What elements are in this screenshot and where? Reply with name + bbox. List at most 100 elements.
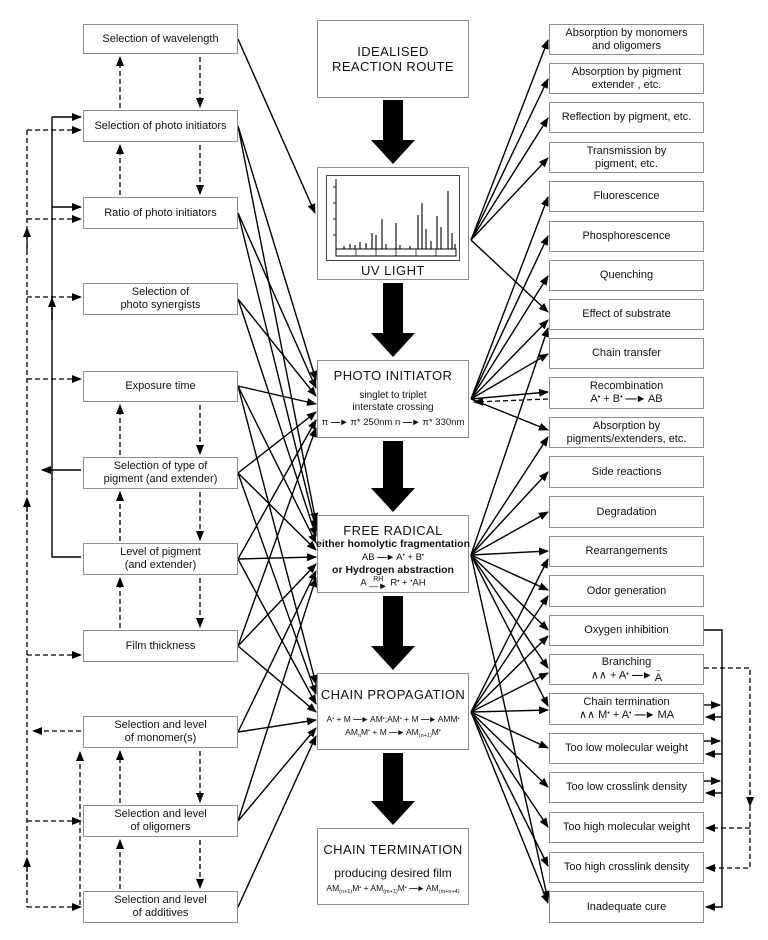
box-line: Film thickness — [125, 639, 196, 652]
box-line: Branching — [601, 656, 652, 669]
box-line: pigments/extenders, etc. — [566, 432, 687, 445]
reaction-arrow: —► — [330, 416, 349, 428]
reaction-arrow: —► — [634, 709, 656, 721]
box-line: ∧∧ M• + A• —► MA — [579, 709, 674, 722]
flow-arrow — [371, 283, 415, 357]
formula-text: AM — [326, 883, 340, 894]
connector-edge — [237, 212, 318, 530]
formula-text: • — [620, 392, 623, 401]
stack-bottom: A — [654, 672, 663, 685]
rearrangements-box: Rearrangements — [549, 536, 704, 567]
film-thickness-box: Film thickness — [83, 630, 238, 662]
fluorescence-box: Fluorescence — [549, 181, 704, 212]
too-low-crosslink-density-box: Too low crosslink density — [549, 772, 704, 803]
box-line: Reflection by pigment, etc. — [561, 111, 692, 124]
connector-edge — [470, 319, 549, 400]
ratio-of-photo-initiators-box: Ratio of photo initiators — [83, 197, 238, 229]
formula-text: • — [438, 728, 441, 735]
box-line: of oligomers — [130, 821, 191, 833]
formula-text: ∧∧ M — [578, 709, 608, 721]
box-line: singlet to triplet — [359, 390, 427, 402]
connector-edge — [237, 212, 317, 389]
uv-spectrum-chart — [326, 175, 460, 261]
connector-edge — [470, 711, 549, 904]
connector-edge — [237, 385, 318, 685]
formula-text: • — [404, 885, 407, 891]
box-line: FREE RADICAL — [343, 523, 443, 538]
connector-edge — [470, 235, 549, 400]
connector-edge — [237, 577, 318, 822]
box-line: PHOTO INITIATOR — [333, 368, 453, 383]
stack-top: ~ — [656, 668, 661, 676]
connector-edge — [237, 125, 318, 381]
reaction-arrow: —► — [402, 416, 421, 428]
connector-edge — [51, 117, 81, 558]
spectrum-peaks — [343, 191, 456, 249]
connector-edge — [237, 553, 317, 562]
connector-edge — [470, 117, 549, 241]
connector-edge — [470, 547, 549, 556]
connector-edge — [470, 554, 550, 901]
reaction-arrow: —► — [389, 726, 405, 737]
formula-text: AM — [424, 883, 439, 894]
formula-text: MA — [654, 709, 675, 721]
connector-edge — [237, 385, 317, 544]
formula-text: • — [597, 392, 601, 401]
connector-edge — [237, 472, 317, 695]
formula-text: A — [590, 393, 598, 405]
formula-text: AM — [345, 726, 358, 737]
formula-text: π* 330nm — [419, 416, 465, 428]
formula-text: AM — [368, 714, 383, 725]
formula-text: AH — [412, 577, 426, 589]
selection-of-photo-initiators-box: Selection of photo initiators — [83, 110, 238, 142]
formula-text: + M — [370, 726, 390, 737]
connector-edge — [470, 554, 549, 631]
box-line: Too low crosslink density — [565, 781, 688, 794]
box-line: Transmission by — [586, 144, 667, 157]
box-line: REACTION ROUTE — [332, 59, 454, 74]
reaction-arrow: —► — [420, 714, 437, 725]
flow-arrow — [371, 441, 415, 512]
reaction-arrow: —► — [353, 714, 369, 725]
effect-of-substrate-box: Effect of substrate — [549, 299, 704, 330]
reaction-arrow: —► — [631, 669, 653, 682]
connector-edge — [470, 275, 549, 400]
too-low-molecular-weight-box: Too low molecular weight — [549, 733, 704, 764]
formula-text: (m+n+4) — [438, 889, 460, 896]
box-line: AB —► A• + B• — [362, 552, 424, 563]
box-line: Quenching — [599, 269, 654, 282]
box-line: either homolytic fragmentation — [315, 538, 471, 551]
formula-text: + B — [600, 393, 621, 405]
connector-edge — [470, 711, 549, 788]
stack-bottom: —► — [368, 580, 388, 592]
uv-light-box: UV LIGHT — [317, 167, 469, 280]
box-line: Side reactions — [591, 465, 662, 478]
formula-text: ∧∧ + A — [590, 669, 627, 682]
oxygen-inhibition-box: Oxygen inhibition — [549, 615, 704, 646]
connector-edge — [237, 570, 317, 733]
connector-edge — [470, 554, 549, 707]
selection-of-wavelength-box: Selection of wavelength — [83, 24, 238, 54]
formula-text: M — [431, 726, 439, 737]
stacked-formula: RH—► — [368, 576, 388, 592]
formula-text: • — [607, 708, 610, 717]
box-line: Selection and level — [114, 894, 207, 907]
box-line: Rearrangements — [585, 545, 668, 558]
box-line: extender , etc. — [591, 78, 662, 91]
box-line: Recombination — [589, 380, 664, 393]
connector-edge — [237, 558, 317, 705]
flow-arrow — [371, 753, 415, 825]
formula-text: A — [326, 714, 333, 725]
box-line: Too high molecular weight — [562, 821, 691, 834]
formula-text: (n+1) — [418, 732, 432, 739]
connector-edge — [237, 727, 317, 822]
box-line: Too high crosslink density — [563, 861, 690, 874]
connector-edge — [704, 667, 751, 872]
formula-text: A — [360, 577, 369, 589]
